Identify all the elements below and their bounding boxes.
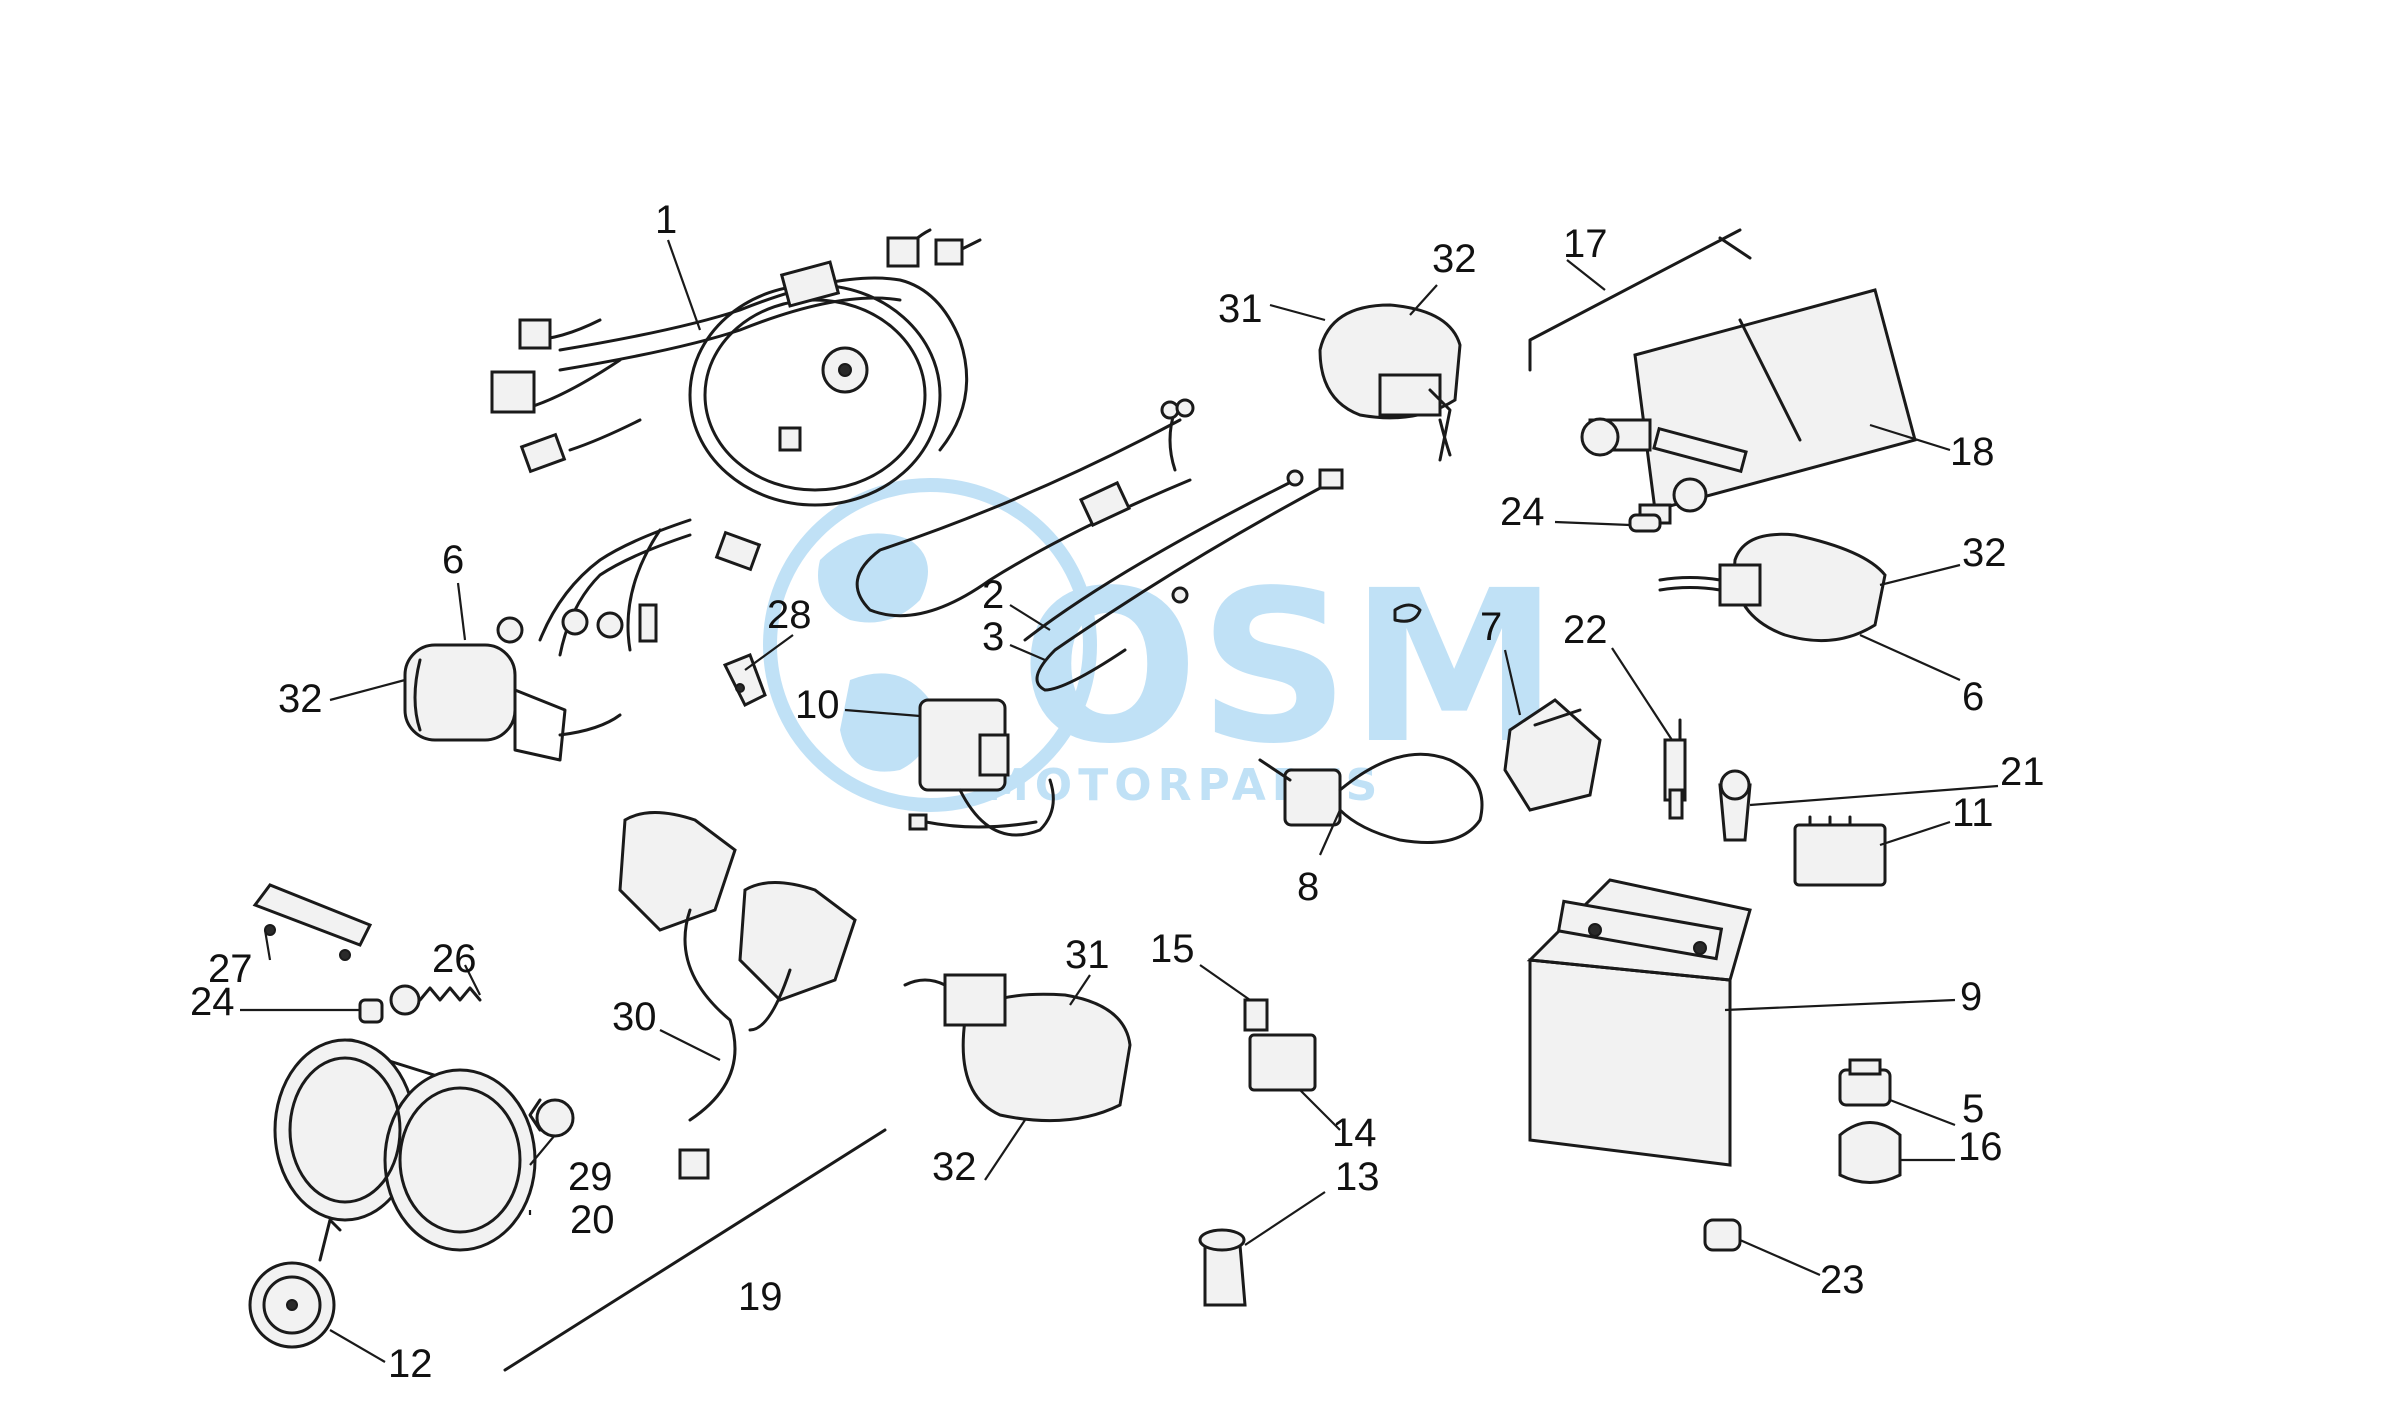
callout-2: 2 (982, 573, 1004, 617)
callout-29: 29 (568, 1155, 613, 1199)
fuse-15 (1243, 998, 1269, 1032)
callout-9: 9 (1960, 975, 1982, 1019)
callout-15: 15 (1150, 927, 1195, 971)
callout-6-right: 6 (1962, 675, 1984, 719)
callout-5: 5 (1962, 1087, 1984, 1131)
watermark-logo-text: OSM (1020, 545, 1559, 790)
callout-19: 19 (738, 1275, 783, 1319)
callout-16: 16 (1958, 1125, 2003, 1169)
callout-10: 10 (795, 683, 840, 727)
spring-26 (389, 984, 482, 1016)
spark-plug (1663, 718, 1687, 820)
callout-22: 22 (1563, 608, 1608, 652)
coil-unit (908, 698, 1055, 837)
callout-21: 21 (2000, 750, 2045, 794)
callout-31-front: 31 (1065, 933, 1110, 977)
wiring-harness (490, 228, 982, 657)
horn (248, 1218, 342, 1349)
headlamp-harness (618, 811, 857, 1180)
boot-13 (1198, 1228, 1247, 1307)
turn-indicator-right (1658, 532, 1887, 643)
callout-20: 20 (570, 1198, 615, 1242)
battery (1526, 878, 1752, 1167)
callout-1: 1 (655, 198, 677, 242)
callout-8: 8 (1297, 865, 1319, 909)
callout-30: 30 (612, 995, 657, 1039)
callout-14: 14 (1332, 1111, 1377, 1155)
callout-32-front: 32 (932, 1145, 977, 1189)
watermark-globe-land (818, 533, 932, 772)
grommet-23 (1703, 1218, 1742, 1252)
cable-2 (855, 398, 1195, 618)
bulb-24-front (358, 998, 384, 1024)
clip-28 (722, 653, 767, 708)
regulator (1793, 815, 1887, 887)
turn-indicator-left (403, 643, 622, 762)
callout-31-top: 31 (1218, 287, 1263, 331)
callout-12: 12 (388, 1342, 433, 1386)
callout-17: 17 (1563, 222, 1608, 266)
turn-indicator-front (903, 973, 1132, 1123)
bulb-29 (528, 1098, 575, 1138)
flasher-relay (1503, 698, 1602, 812)
callout-3: 3 (982, 615, 1004, 659)
callout-27: 27 (208, 947, 253, 991)
headlamp-group-line (503, 1128, 887, 1372)
headlamp (273, 1038, 537, 1252)
bracket-27 (252, 883, 373, 961)
callout-26: 26 (432, 937, 477, 981)
watermark-globe (763, 478, 1097, 812)
license-plate-light (1528, 228, 1917, 525)
callout-24-front: 24 (190, 980, 235, 1024)
callout-6-left: 6 (442, 538, 464, 582)
switch-8 (1258, 603, 1484, 844)
callout-7: 7 (1480, 605, 1502, 649)
cable-3 (1023, 468, 1344, 692)
callout-32-left: 32 (278, 677, 323, 721)
callout-24-rear: 24 (1500, 490, 1545, 534)
callout-23: 23 (1820, 1258, 1865, 1302)
relay-14 (1248, 1033, 1317, 1092)
bracket-16 (1838, 1121, 1902, 1184)
callout-32-right: 32 (1962, 531, 2007, 575)
leader-lines (240, 239, 1999, 1363)
callout-labels: 1 2 3 5 6 6 7 8 9 10 11 12 13 14 15 16 1… (190, 198, 2045, 1386)
turn-indicator-rear-top (1318, 303, 1462, 462)
spark-plug-cap (1718, 769, 1752, 842)
callout-11: 11 (1952, 791, 1994, 835)
fuse-holder-5 (1838, 1058, 1892, 1107)
callout-13: 13 (1335, 1155, 1380, 1199)
callout-18: 18 (1950, 430, 1995, 474)
bulb-24-rear (1628, 513, 1662, 533)
callout-28: 28 (767, 593, 812, 637)
watermark-logo: OSM MOTORPARTS (763, 478, 1559, 812)
callout-32-top: 32 (1432, 237, 1477, 281)
